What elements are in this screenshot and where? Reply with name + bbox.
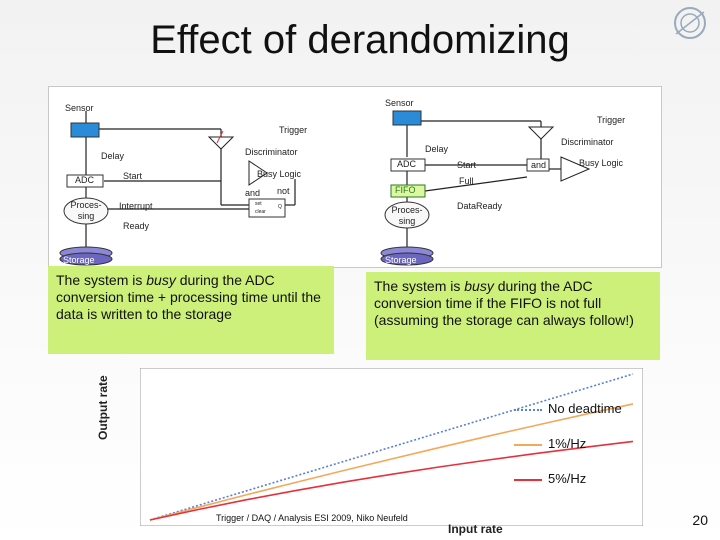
right-adc-label: ADC (397, 159, 417, 169)
diagram-wiring (59, 110, 591, 266)
right-caption-box: The system is busy during the ADC conver… (366, 272, 660, 360)
left-caption-pre: The system is (56, 272, 147, 288)
legend-swatch-no-deadtime (514, 409, 542, 411)
series-line-2 (149, 440, 634, 521)
page-number: 20 (692, 512, 708, 528)
right-full-label: Full (459, 176, 474, 186)
right-storage-label: Storage (385, 255, 417, 265)
series-line-0 (149, 373, 634, 521)
slide-footer: Trigger / DAQ / Analysis ESI 2009, Niko … (216, 513, 408, 523)
x-axis-label: Input rate (448, 522, 503, 536)
slide-title: Effect of derandomizing (150, 18, 570, 62)
left-discriminator-label: Discriminator (245, 147, 298, 157)
left-busy-logic-label: Busy Logic (257, 169, 302, 179)
legend-label-1pct: 1%/Hz (548, 436, 587, 451)
left-q-label: Q (278, 204, 282, 210)
legend-label-no-deadtime: No deadtime (548, 401, 622, 416)
discriminator-icon (207, 136, 235, 150)
left-ready-label: Ready (123, 221, 150, 231)
left-not-label: not (277, 186, 290, 196)
busy-logic-gate-icon (560, 156, 591, 182)
right-start-label: Start (457, 160, 477, 170)
and-gate-icon (248, 160, 268, 186)
legend-swatch-1pct (514, 444, 542, 446)
left-caption-post: during the ADC conversion time + process… (56, 272, 321, 322)
right-delay-label: Delay (425, 144, 449, 154)
legend-label-5pct: 5%/Hz (548, 471, 587, 486)
right-caption-pre: The system is (374, 278, 465, 294)
left-processing-label: Proces- sing (70, 200, 102, 221)
left-set-label: set (255, 201, 262, 207)
right-processing-label: Proces- sing (391, 205, 423, 226)
right-and-label: and (531, 160, 547, 170)
y-axis-label: Output rate (96, 375, 110, 440)
left-caption-busy: busy (146, 272, 176, 288)
sensor-icon (70, 122, 100, 138)
sensor-icon-right (392, 110, 422, 126)
legend-swatch-5pct (514, 479, 542, 481)
chart-legend: No deadtime 1%/Hz 5%/Hz (514, 396, 642, 494)
right-caption-busy: busy (464, 278, 494, 294)
left-caption-box: The system is busy during the ADC conver… (48, 266, 334, 354)
left-clear-label: clear (255, 209, 266, 215)
right-discriminator-label: Discriminator (561, 137, 614, 147)
left-sensor-label: Sensor (65, 103, 94, 113)
left-delay-label: Delay (101, 151, 125, 161)
right-sensor-label: Sensor (385, 98, 414, 108)
block-diagram-area: Sensor Trigger Delay Discriminator ADC S… (48, 86, 662, 268)
left-trigger-label: Trigger (279, 125, 308, 135)
discriminator-icon-right (527, 126, 555, 140)
right-fifo-label: FIFO (395, 185, 416, 195)
rate-chart (140, 368, 643, 526)
right-data-ready-label: DataReady (457, 201, 503, 211)
left-start-label: Start (123, 171, 143, 181)
right-busy-logic-label: Busy Logic (579, 158, 624, 168)
right-caption-post: during the ADC conversion time if the FI… (374, 278, 634, 328)
left-and-label: and (245, 188, 261, 198)
cern-logo-icon (674, 7, 706, 39)
left-storage-label: Storage (63, 255, 95, 265)
left-adc-label: ADC (75, 175, 95, 185)
series-line-1 (149, 403, 634, 521)
right-trigger-label: Trigger (597, 115, 626, 125)
left-interrupt-label: Interrupt (119, 201, 153, 211)
